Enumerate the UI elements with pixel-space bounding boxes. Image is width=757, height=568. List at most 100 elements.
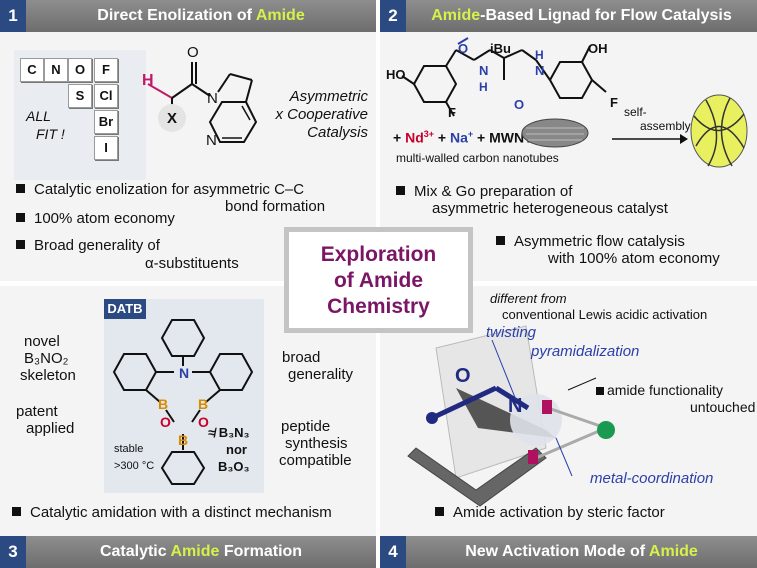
all-fit-text-1: ALL — [26, 108, 51, 124]
self-assembly-line-1: self- — [624, 105, 647, 119]
q2-bullet-2: Asymmetric flow catalysis — [496, 233, 685, 251]
different-from-line-2: conventional Lewis acidic activation — [502, 307, 708, 322]
stable-line-2: >300 °C — [114, 460, 155, 472]
molecule-h-atom: H — [142, 72, 154, 89]
different-from-line-1: different from — [490, 291, 567, 306]
q2-bullet-1-cont: asymmetric heterogeneous catalyst — [432, 200, 668, 217]
ligand-oh: OH — [588, 41, 608, 56]
peptide-line-2: synthesis — [285, 435, 348, 452]
quadrant-1-number: 1 — [0, 0, 26, 32]
molecule-n-atom-1: N — [207, 90, 218, 107]
ligand-ibu: iBu — [490, 41, 511, 56]
twisting-label: twisting — [486, 324, 537, 341]
ligand-o2: O — [514, 97, 525, 112]
element-s: S — [68, 84, 92, 108]
novel-line-3: skeleton — [20, 367, 76, 384]
bullet-square-icon — [12, 507, 21, 516]
ligand-h1: H — [479, 80, 488, 94]
periodic-table: C N O F S Cl Br I ALL FIT ! — [18, 54, 138, 176]
quadrant-1-title: Direct Enolization of Amide — [97, 7, 305, 24]
catalysis-line-1: Asymmetric — [289, 88, 368, 105]
ligand-f2: F — [610, 95, 618, 110]
quadrant-2-title: Amide-Based Lignad for Flow Catalysis — [431, 7, 732, 24]
element-br: Br — [94, 110, 118, 134]
q2-bullet-1: Mix & Go preparation of — [396, 183, 572, 201]
quadrant-3-number: 3 — [0, 536, 26, 568]
element-o: O — [68, 58, 92, 82]
element-i: I — [94, 136, 118, 160]
ligand-h2: H — [535, 48, 544, 62]
pyramidalization-label: pyramidalization — [531, 343, 640, 360]
quadrant-4-title: New Activation Mode of Amide — [465, 543, 698, 560]
bullet-square-icon — [596, 387, 604, 395]
center-title-box: Exploration of Amide Chemistry — [284, 227, 473, 333]
q1-bullet-2: 100% atom economy — [16, 210, 175, 228]
element-n: N — [44, 58, 68, 82]
q1-bullet-1: Catalytic enolization for asymmetric C–C — [16, 181, 304, 199]
amide-o-atom: O — [455, 365, 471, 387]
broad-line-1: broad — [282, 349, 321, 366]
amide-molecule-drawing — [147, 62, 258, 143]
datb-b-atom-1: B — [158, 396, 169, 412]
not-equal-line-1: ≉ B₃N₃ — [208, 425, 250, 440]
quadrant-2-number: 2 — [380, 0, 406, 32]
ligand-f1: F — [448, 105, 456, 120]
metal-coordination-label: metal-coordination — [590, 470, 714, 487]
ligand-n2: N — [535, 63, 545, 78]
nanotube-icon — [521, 118, 589, 148]
datb-label: DATB — [104, 299, 146, 319]
q2-bullet-2-cont: with 100% atom economy — [548, 250, 720, 267]
all-fit-text-2: FIT ! — [36, 126, 65, 142]
center-title-line-2: of Amide — [333, 269, 424, 292]
datb-panel — [104, 299, 264, 493]
self-assembly-line-2: assembly — [640, 119, 691, 133]
q1-bullet-1-cont: bond formation — [225, 198, 326, 215]
datb-o-atom-1: O — [160, 414, 171, 430]
center-title-line-3: Chemistry — [327, 295, 430, 318]
element-cl: Cl — [94, 84, 118, 108]
center-title-line-1: Exploration — [320, 243, 437, 266]
datb-b-atom-3: B — [178, 432, 189, 448]
untouched-line-2: untouched — [690, 399, 756, 415]
patent-line-2: applied — [26, 420, 75, 437]
q4-bullet-1: Amide activation by steric factor — [435, 504, 665, 522]
peptide-line-1: peptide — [281, 418, 331, 435]
mwnt-label: multi-walled carbon nanotubes — [396, 151, 559, 165]
bullet-square-icon — [496, 236, 505, 245]
molecule-o-atom: O — [187, 44, 199, 61]
ligand-structure-drawing — [401, 37, 607, 117]
novel-line-1: novel — [24, 333, 60, 350]
q3-bullet-1: Catalytic amidation with a distinct mech… — [12, 504, 332, 522]
catalysis-line-3: Catalysis — [307, 124, 368, 141]
patent-line-1: patent — [16, 403, 58, 420]
datb-b-atom-2: B — [198, 396, 209, 412]
bullet-square-icon — [16, 184, 25, 193]
not-equal-line-2: nor — [226, 442, 247, 457]
element-f: F — [94, 58, 118, 82]
bullet-square-icon — [16, 240, 25, 249]
quadrant-2-title-band: 2 Amide-Based Lignad for Flow Catalysis — [380, 0, 757, 32]
datb-o-atom-2: O — [198, 414, 209, 430]
ligand-n1: N — [479, 63, 489, 78]
bullet-square-icon — [16, 213, 25, 222]
datb-n-atom: N — [179, 365, 190, 381]
q1-bullet-3-cont: α-substituents — [145, 255, 239, 272]
broad-line-2: generality — [288, 366, 354, 383]
quadrant-4 — [380, 286, 757, 568]
activation-model-drawing — [407, 325, 615, 507]
quadrant-4-title-band: 4 New Activation Mode of Amide — [380, 536, 757, 568]
bullet-square-icon — [396, 186, 405, 195]
datb-structure-drawing — [112, 319, 254, 485]
quadrant-3-title-band: 3 Catalytic Amide Formation — [0, 536, 376, 568]
amide-n-atom: N — [508, 395, 523, 417]
quadrant-3-title: Catalytic Amide Formation — [99, 543, 303, 560]
q1-bullet-3: Broad generality of — [16, 237, 160, 255]
catalysis-line-2: x Cooperative — [275, 106, 368, 123]
quadrant-1-title-band: 1 Direct Enolization of Amide — [0, 0, 376, 32]
bullet-square-icon — [435, 507, 444, 516]
peptide-line-3: compatible — [279, 452, 352, 469]
not-equal-line-3: B₃O₃ — [218, 459, 250, 474]
molecule-x-atom: X — [167, 110, 178, 127]
stable-line-1: stable — [114, 443, 144, 455]
molecule-n-atom-2: N — [206, 132, 217, 149]
